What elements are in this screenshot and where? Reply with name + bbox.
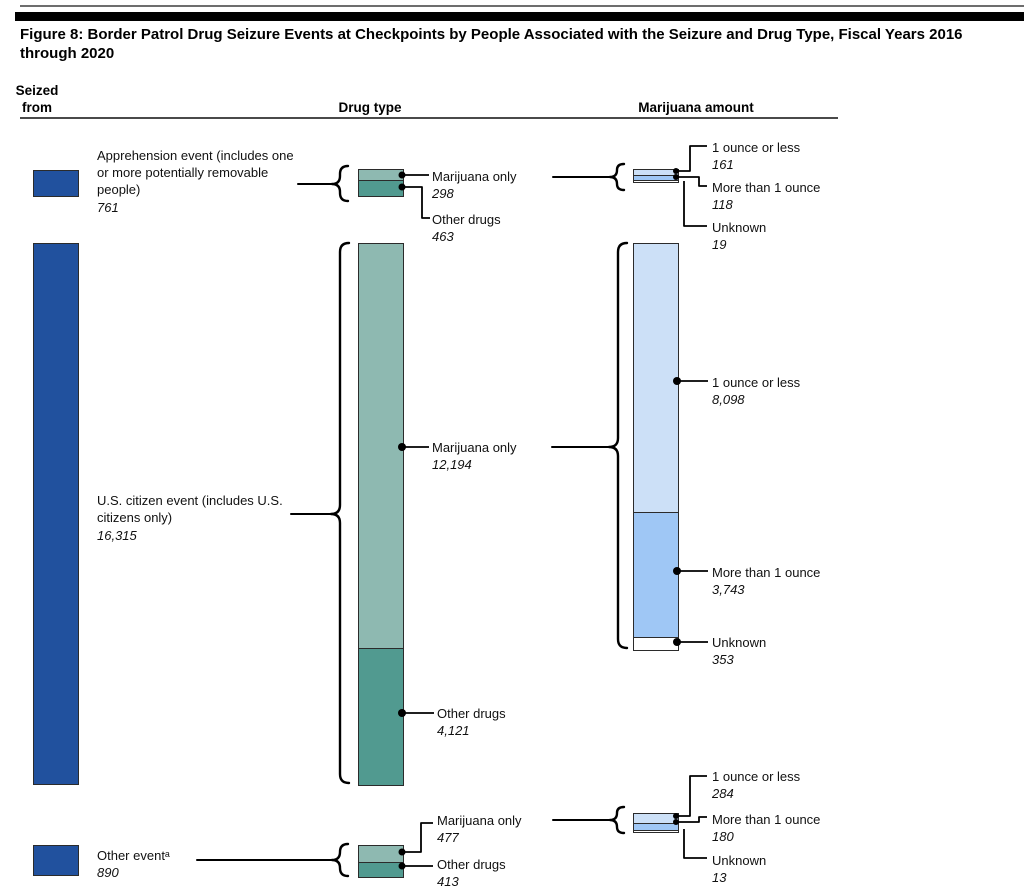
brace-mj-other: [608, 805, 626, 835]
segment-more-than-1-ounce: [634, 512, 678, 637]
value-us-citizen-total: 16,315: [97, 528, 137, 543]
label-apprehension: Apprehension event (includes one or more…: [97, 148, 294, 197]
segment-one-ounce-or-less: [634, 170, 678, 175]
label-marijuana-only: Marijuana only: [437, 813, 522, 828]
label-other-drugs: Other drugs: [437, 706, 506, 721]
column-header-drug-type: Drug type: [338, 100, 402, 115]
bar-drug-type-other: [358, 845, 404, 878]
label-one-ounce: 1 ounce or less: [712, 140, 801, 155]
value-marijuana-only: 12,194: [432, 457, 472, 472]
value-unknown: 353: [712, 652, 734, 667]
label-more-than: More than 1 ounce: [712, 565, 821, 580]
label-one-ounce: 1 ounce or less: [712, 769, 801, 784]
brace-drug-apprehension: [330, 164, 350, 203]
bar-seized-us-citizen: [33, 243, 79, 785]
column-header-marijuana-amount: Marijuana amount: [638, 100, 754, 115]
value-other-drugs: 413: [437, 874, 459, 889]
column-header-rule: [20, 117, 838, 119]
segment-other-drugs: [359, 180, 403, 196]
value-marijuana-only: 298: [432, 186, 454, 201]
bar-drug-type-us-citizen: [358, 243, 404, 786]
value-one-ounce: 161: [712, 157, 734, 172]
segment-unknown: [634, 830, 678, 832]
value-other-event-total: 890: [97, 865, 119, 880]
bar-seized-apprehension: [33, 170, 79, 197]
label-unknown: Unknown: [712, 853, 767, 868]
segment-one-ounce-or-less: [634, 244, 678, 512]
value-more-than: 3,743: [712, 582, 745, 597]
label-us-citizen: U.S. citizen event (includes U.S. citize…: [97, 493, 283, 525]
label-more-than: More than 1 ounce: [712, 812, 821, 827]
segment-marijuana-only: [359, 846, 403, 862]
segment-more-than-1-ounce: [634, 823, 678, 830]
segment-unknown: [634, 637, 678, 650]
top-divider: [20, 5, 1024, 7]
label-unknown: Unknown: [712, 635, 767, 650]
bar-drug-type-apprehension: [358, 169, 404, 197]
segment-apprehension-total: [34, 171, 78, 196]
label-marijuana-only: Marijuana only: [432, 169, 517, 184]
brace-mj-apprehension: [608, 162, 626, 192]
value-other-drugs: 4,121: [437, 723, 470, 738]
label-more-than: More than 1 ounce: [712, 180, 821, 195]
label-other-event: Other eventᵃ: [97, 848, 170, 863]
brace-mj-us-citizen: [607, 241, 629, 650]
bar-marijuana-amount-us-citizen: [633, 243, 679, 651]
segment-other-drugs: [359, 862, 403, 877]
label-other-drugs: Other drugs: [432, 212, 501, 227]
value-one-ounce: 284: [712, 786, 734, 801]
bar-seized-other: [33, 845, 79, 876]
segment-more-than-1-ounce: [634, 175, 678, 180]
segment-marijuana-only: [359, 170, 403, 180]
value-more-than: 118: [712, 197, 733, 212]
column-header-seized-from: Seized from: [15, 83, 59, 115]
label-marijuana-only: Marijuana only: [432, 440, 517, 455]
value-apprehension-total: 761: [97, 200, 119, 215]
bar-marijuana-amount-other: [633, 813, 679, 833]
value-one-ounce: 8,098: [712, 392, 745, 407]
value-marijuana-only: 477: [437, 830, 459, 845]
header-black-bar: [15, 12, 1024, 21]
segment-us-citizen-total: [34, 244, 78, 784]
segment-marijuana-only: [359, 244, 403, 648]
label-one-ounce: 1 ounce or less: [712, 375, 801, 390]
label-unknown: Unknown: [712, 220, 767, 235]
segment-other-total: [34, 846, 78, 875]
value-unknown: 13: [712, 870, 727, 885]
segment-other-drugs: [359, 648, 403, 785]
brace-drug-other: [330, 842, 350, 878]
value-more-than: 180: [712, 829, 734, 844]
segment-one-ounce-or-less: [634, 814, 678, 823]
figure-title: Figure 8: Border Patrol Drug Seizure Eve…: [20, 26, 963, 62]
value-other-drugs: 463: [432, 229, 454, 244]
label-other-drugs: Other drugs: [437, 857, 506, 872]
value-unknown: 19: [712, 237, 727, 252]
brace-drug-us-citizen: [329, 241, 351, 785]
segment-unknown: [634, 180, 678, 182]
bar-marijuana-amount-apprehension: [633, 169, 679, 183]
